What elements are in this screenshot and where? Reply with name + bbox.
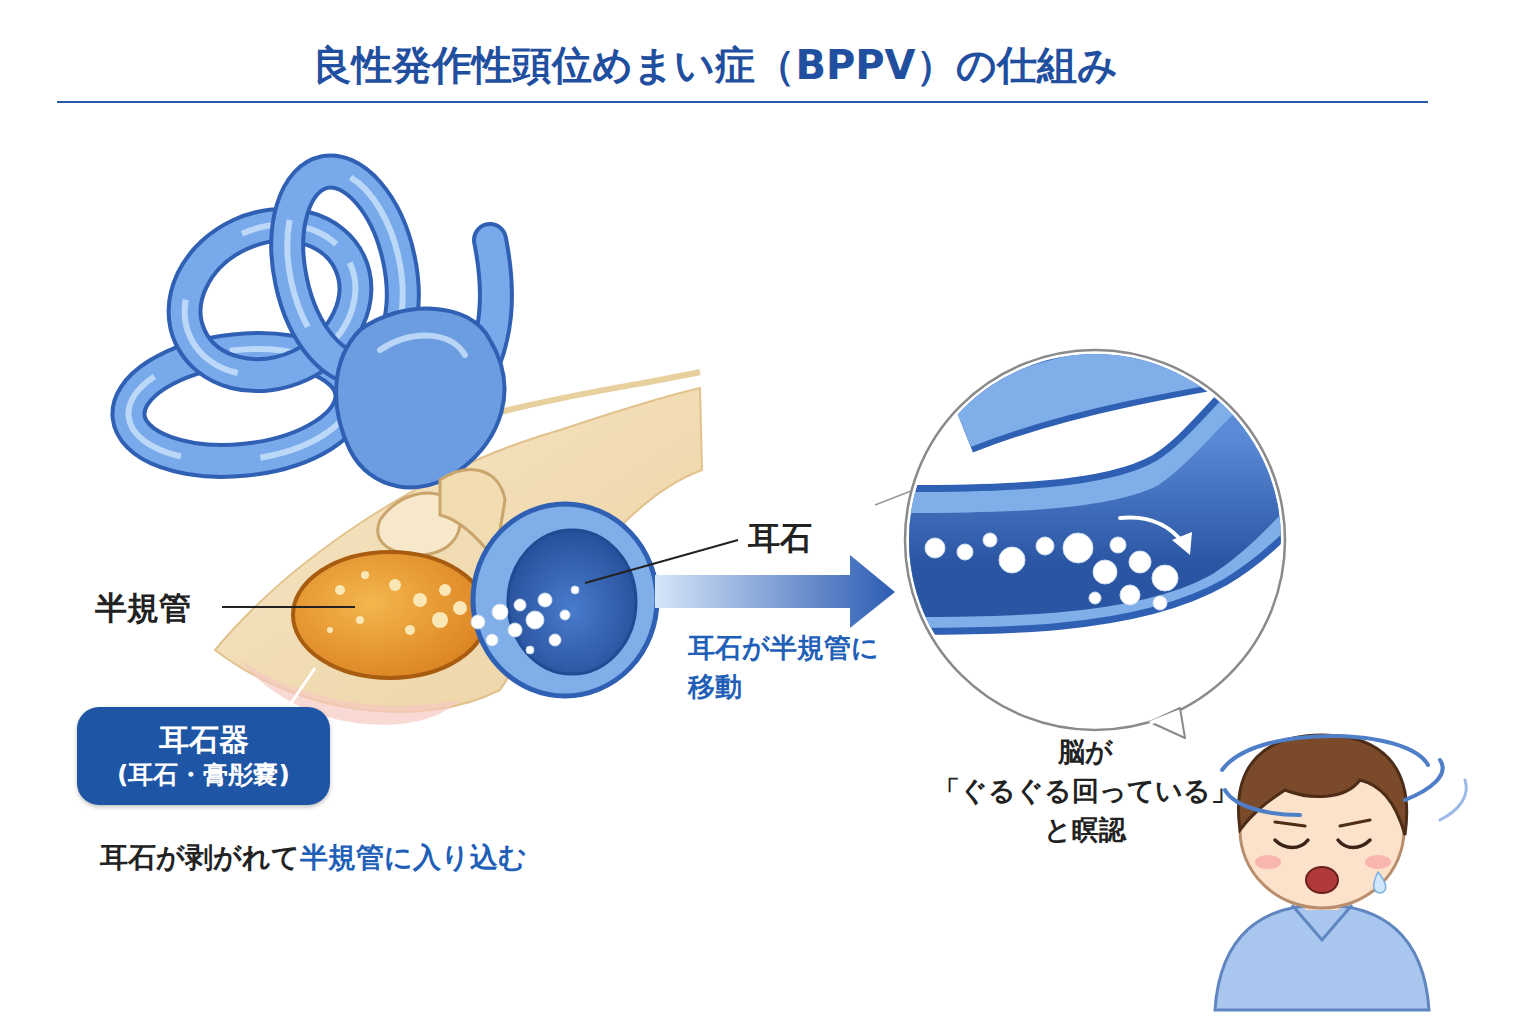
vestibule-highlight (380, 336, 465, 355)
blush (1365, 855, 1391, 869)
sweat-drop (1374, 872, 1386, 893)
otoconia (439, 584, 451, 596)
otoconia (514, 599, 526, 611)
organ-callout-box: 耳石器(耳石・膏彤嚢) (77, 707, 330, 805)
dizzy-swirl (1440, 780, 1466, 820)
canal-lumen (508, 530, 636, 674)
otoconia (453, 601, 467, 615)
tube-wall (960, 340, 1300, 420)
leader-line (285, 668, 315, 712)
dizzy-person (1215, 735, 1466, 1010)
arrow-label: 耳石が半規管に 移動 (688, 628, 923, 706)
otoconia (526, 646, 534, 654)
otoconia (571, 586, 579, 594)
otoconia (432, 612, 448, 628)
otoconia (327, 627, 333, 633)
otoconia (549, 634, 561, 646)
eyebrow (1340, 820, 1370, 826)
otoconia (471, 615, 485, 629)
otoconia (356, 616, 364, 624)
otoconia (1036, 537, 1054, 555)
otoconia (361, 571, 369, 579)
otoconia (1110, 537, 1126, 553)
otoconia-on-utricle (327, 571, 467, 635)
leader-line (222, 606, 355, 608)
note-text: 耳石が剥がれて (100, 838, 300, 879)
otoconia (405, 625, 415, 635)
note-text-highlight: 半規管に入り込む (300, 838, 527, 879)
otoconia (1063, 533, 1093, 563)
otoconia (1129, 551, 1151, 573)
tube-outline (960, 340, 1300, 420)
bubble-tail-join (1150, 712, 1178, 723)
dizzy-swirl (1405, 760, 1443, 800)
otoconia-magnified (925, 533, 1178, 610)
otoconia (526, 611, 544, 629)
otoconia (508, 623, 522, 637)
tube-lumen (880, 435, 1290, 565)
otoconia (486, 634, 498, 646)
eyebrow (1275, 822, 1305, 826)
otoconia (1120, 585, 1140, 605)
otoconia (925, 538, 945, 558)
otoconia (957, 544, 973, 560)
box-heading: 耳石器 (159, 720, 249, 759)
otoconia (1153, 596, 1167, 610)
flow-direction-head (1172, 532, 1192, 555)
part-label: 耳石 (748, 515, 812, 561)
magnified-canal (880, 340, 1300, 610)
part-label: 半規管 (95, 585, 191, 631)
box-subtext: (耳石・膏彤嚢) (117, 759, 290, 792)
otoconia-flow (471, 586, 579, 654)
otoconia (1093, 560, 1117, 584)
closed-eye (1338, 840, 1370, 848)
otoconia (1089, 592, 1101, 604)
brain-note: 脳が 「ぐるぐる回っている」 と瞑認 (925, 732, 1245, 849)
flow-arrow (655, 555, 895, 628)
dizzy-swirl (1222, 736, 1428, 770)
hair (1238, 735, 1406, 835)
otoconia (335, 585, 345, 595)
otoconia (538, 593, 552, 607)
vestibule (336, 309, 504, 488)
otoconia (389, 579, 401, 591)
otoconia (999, 547, 1025, 573)
utricle (293, 552, 487, 678)
otoconia (492, 604, 508, 620)
otoconia (983, 533, 997, 547)
collar (1292, 905, 1352, 940)
otoconia (413, 593, 427, 607)
closed-eye (1275, 840, 1308, 848)
title-rule (57, 101, 1428, 103)
shirt (1215, 905, 1429, 1010)
diagram-title: 良性発作性頭位めまい症（BPPV）の仕組み (0, 38, 1430, 93)
blush (1255, 855, 1281, 869)
canal-section (473, 504, 657, 696)
open-mouth (1306, 867, 1338, 893)
otoconia (560, 610, 570, 620)
bubble-tail (1150, 708, 1185, 738)
otoconia (1152, 565, 1178, 591)
